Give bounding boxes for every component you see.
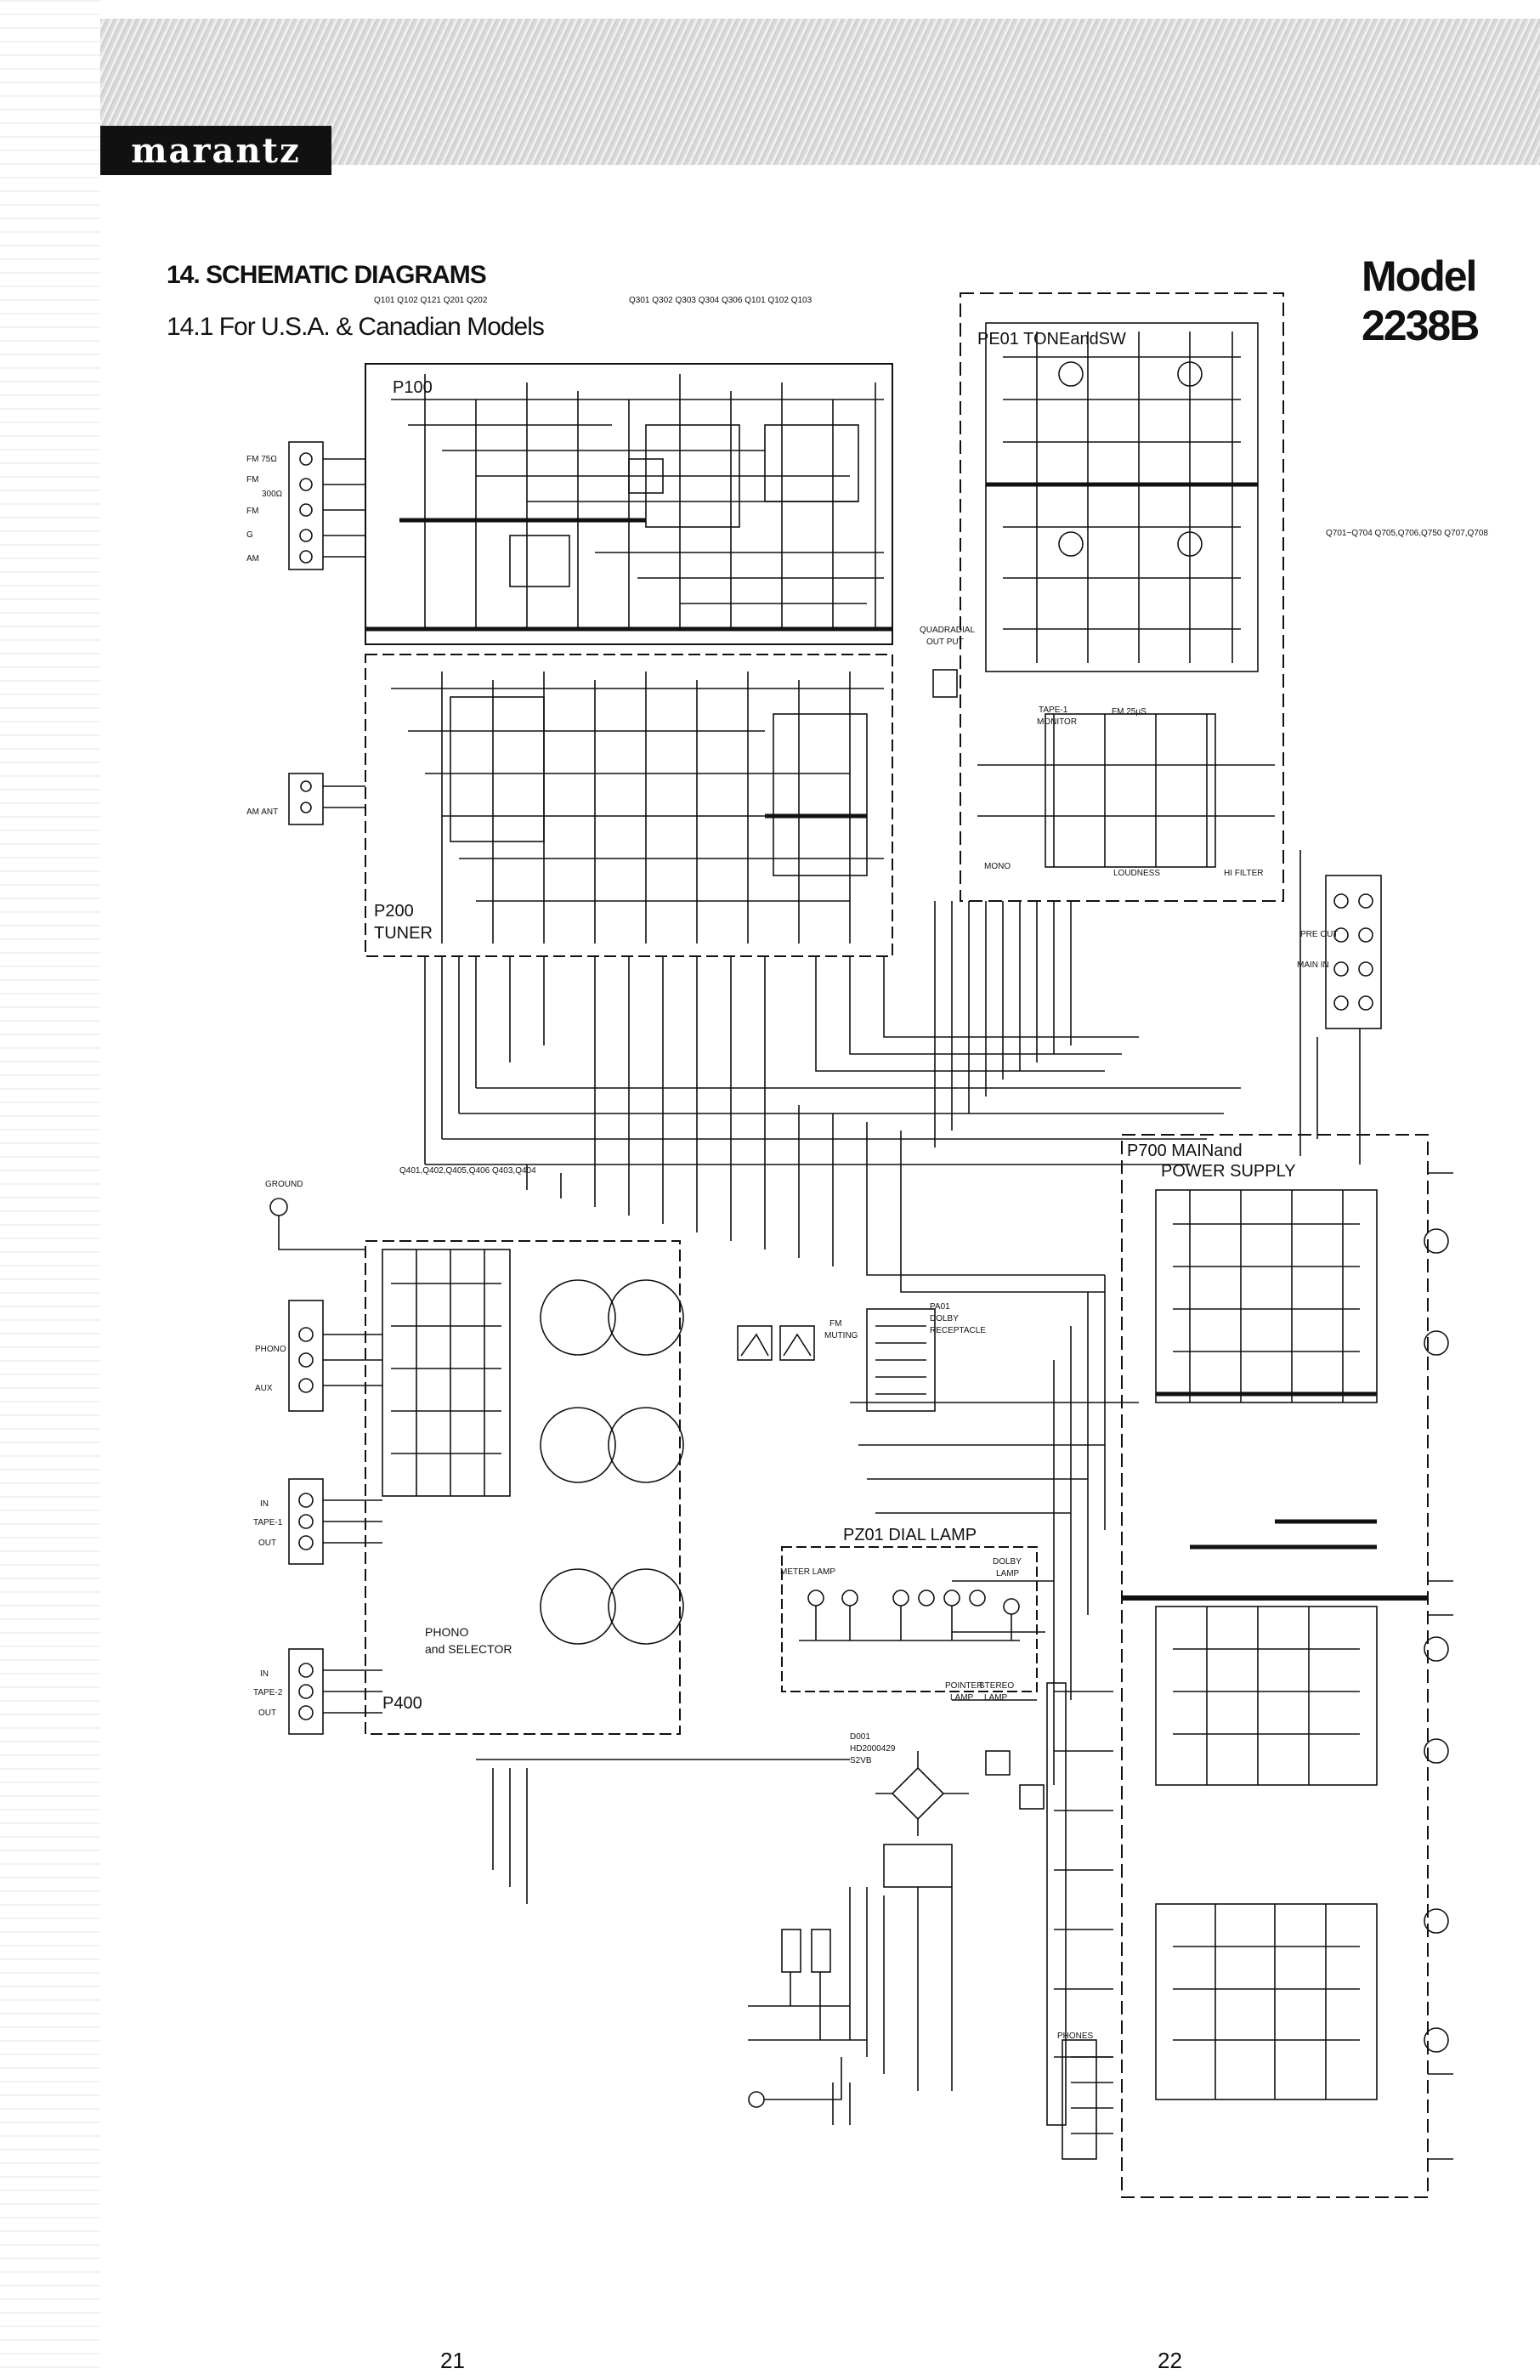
page-number-left: 21 [440,2348,465,2373]
label-quadradial: QUADRADIAL [920,626,975,635]
pz01-board-outline [781,1546,1038,1692]
label-tuner-semis-2: Q301 Q302 Q303 Q304 Q306 Q101 Q102 Q103 [629,296,812,305]
board-label-pe01: PE01 TONEandSW [977,330,1126,348]
label-stereo-lamp-2: LAMP [984,1693,1008,1703]
board-label-p100: P100 [393,378,433,397]
p400-traces [382,1249,684,1645]
label-pointer-lamp: POINTER [945,1681,982,1691]
label-fm300: FM [246,475,258,484]
header-band [100,19,1540,165]
label-tape1: TAPE-1 [253,1518,283,1527]
label-g: G [246,530,253,540]
dolby-receptacle [866,1308,936,1412]
label-dolby-receptacle: RECEPTACLE [930,1326,986,1335]
label-d001: D001 [850,1732,870,1742]
label-loudness: LOUDNESS [1113,869,1160,878]
label-dolby-pa01: PA01 [930,1302,950,1312]
speaker-selector-switch [1046,1682,1067,2126]
speaker-terminals [1428,1172,1453,2160]
p100-board-outline [365,363,893,645]
pre-out-jacks [1333,893,1373,1011]
dial-lamps [799,1590,1020,1641]
board-label-phono: PHONO [425,1625,468,1639]
label-fm-25us: FM 25μS [1112,707,1147,717]
board-label-p200-tuner: TUNER [374,924,433,943]
input-jack-blocks [269,1198,382,1735]
pre-out-main-in-block [1325,875,1382,1029]
board-label-and-selector: and SELECTOR [425,1642,512,1656]
board-label-p700-main: P700 MAINand [1127,1142,1243,1160]
label-fm-muting: FM [829,1319,841,1329]
label-dolby-lamp: DOLBY [993,1557,1022,1567]
label-quadradial-output: OUT PUT [926,638,964,647]
section-subtitle: 14.1 For U.S.A. & Canadian Models [167,313,545,341]
label-main-in: MAIN IN [1297,960,1329,970]
phones-jack [1062,2039,1113,2160]
brand-name: marantz [131,130,301,171]
label-tape-monitor: TAPE-1 [1039,706,1068,715]
label-am-ant: AM ANT [246,808,278,817]
label-pe01-semis: Q701~Q704 Q705,Q706,Q750 Q707,Q708 [1326,529,1488,538]
label-fm75: FM 75Ω [246,455,277,464]
page-left-edge [0,0,100,2380]
label-tape1-in: IN [260,1499,269,1509]
label-d001-part: HD2000429 [850,1744,896,1754]
board-label-p700-power: POWER SUPPLY [1161,1162,1296,1181]
label-phones: PHONES [1057,2032,1094,2041]
pe01-board-outline [960,292,1284,902]
label-tape-monitor-2: MONITOR [1037,717,1077,727]
label-d001-type: S2VB [850,1756,872,1765]
board-label-p200: P200 [374,902,414,921]
label-tape2-out: OUT [258,1708,276,1718]
p700-traces [1122,1189,1428,2100]
pe01-tone-section [985,322,1259,672]
label-dolby-lamp-2: LAMP [996,1569,1020,1578]
power-transistors [1424,1228,1449,2053]
pe01-traces [977,332,1275,868]
label-mono: MONO [984,862,1011,871]
quadradial-output-jack [932,669,958,698]
label-dolby: DOLBY [930,1314,959,1323]
label-p400-semis: Q401,Q402,Q405,Q406 Q403,Q404 [399,1166,536,1176]
label-am: AM [246,554,259,564]
label-meter-lamp: METER LAMP [780,1567,835,1577]
label-ground: GROUND [265,1180,303,1189]
label-aux: AUX [255,1384,273,1393]
label-fm-muting-2: MUTING [824,1331,858,1340]
power-supply-section [748,1750,1045,2125]
label-phono: PHONO [255,1345,286,1354]
model-title: Model 2238B [1362,252,1480,349]
antenna-terminal-block [288,441,365,825]
page-number-right: 22 [1158,2348,1182,2373]
p400-board-outline [365,1240,681,1735]
label-tape1-out: OUT [258,1538,276,1548]
label-tuner-semis-1: Q101 Q102 Q121 Q201 Q202 [374,296,488,305]
board-label-p400: P400 [382,1694,422,1713]
signal-meters [737,1325,815,1361]
dolby-receptacle-pins [875,1325,926,1395]
label-pointer-lamp-2: LAMP [950,1693,974,1703]
label-hi-filter: HI FILTER [1224,869,1263,878]
p200-board-outline [365,654,893,957]
section-title: 14. SCHEMATIC DIAGRAMS [167,261,487,289]
interconnect-wiring [424,850,1361,2058]
label-fm300-ohm: 300Ω [262,490,283,499]
label-tape2-in: IN [260,1669,269,1679]
p100-traces [391,374,884,629]
label-pre-out: PRE OUT [1300,930,1338,939]
label-stereo-lamp: STEREO [979,1681,1014,1691]
board-label-pz01: PZ01 DIAL LAMP [843,1526,977,1544]
label-tape2: TAPE-2 [253,1688,283,1697]
brand-logo: marantz [100,126,331,175]
label-fm-b: FM [246,507,258,516]
p200-traces [391,672,884,944]
